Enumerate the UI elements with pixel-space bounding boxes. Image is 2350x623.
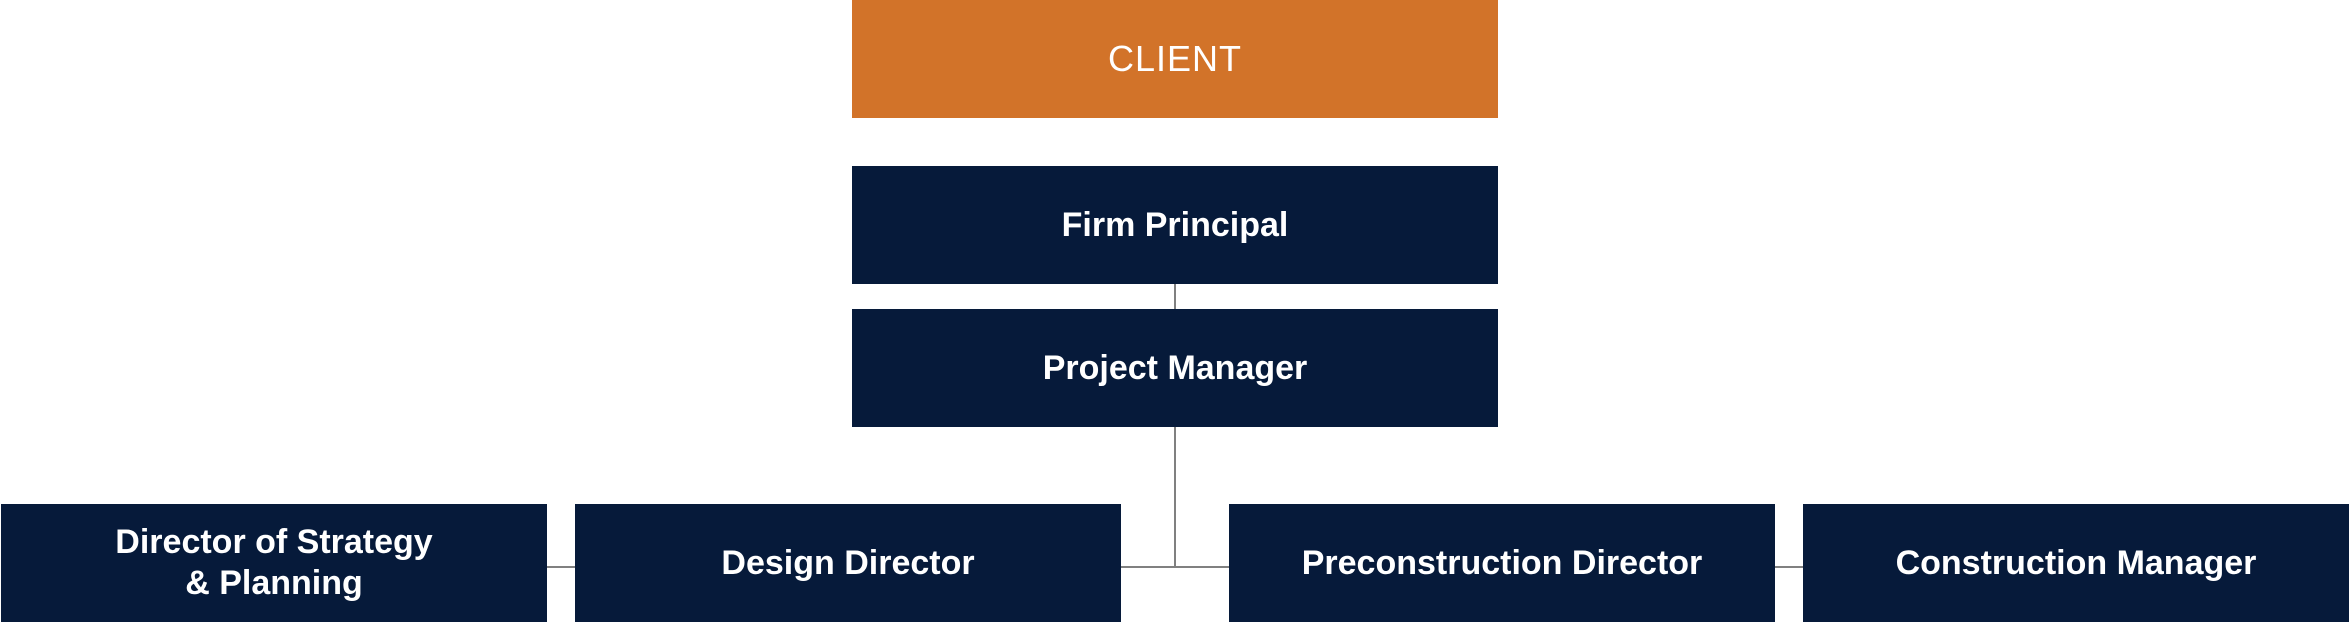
connector-precon-to-construction [1775,566,1803,568]
connector-strategy-to-design [547,566,575,568]
preconstruction-director-node: Preconstruction Director [1229,504,1775,622]
construction-manager-node: Construction Manager [1803,504,2349,622]
project-manager-label: Project Manager [1042,348,1308,387]
connector-design-to-precon [1121,566,1229,568]
director-strategy-label-line1: Director of Strategy [115,523,433,562]
client-label: CLIENT [1107,38,1243,79]
connector-firm-to-pm [1174,284,1176,309]
director-strategy-planning-node: Director of Strategy & Planning [1,504,547,622]
director-strategy-label-line2: & Planning [185,564,363,602]
design-director-label: Design Director [721,543,975,582]
connector-pm-to-directors [1174,427,1176,567]
firm-principal-label: Firm Principal [1061,205,1289,244]
design-director-node: Design Director [575,504,1121,622]
preconstruction-director-label: Preconstruction Director [1301,543,1703,582]
client-node: CLIENT [852,0,1498,118]
construction-manager-label: Construction Manager [1895,543,2257,582]
project-manager-node: Project Manager [852,309,1498,427]
firm-principal-node: Firm Principal [852,166,1498,284]
